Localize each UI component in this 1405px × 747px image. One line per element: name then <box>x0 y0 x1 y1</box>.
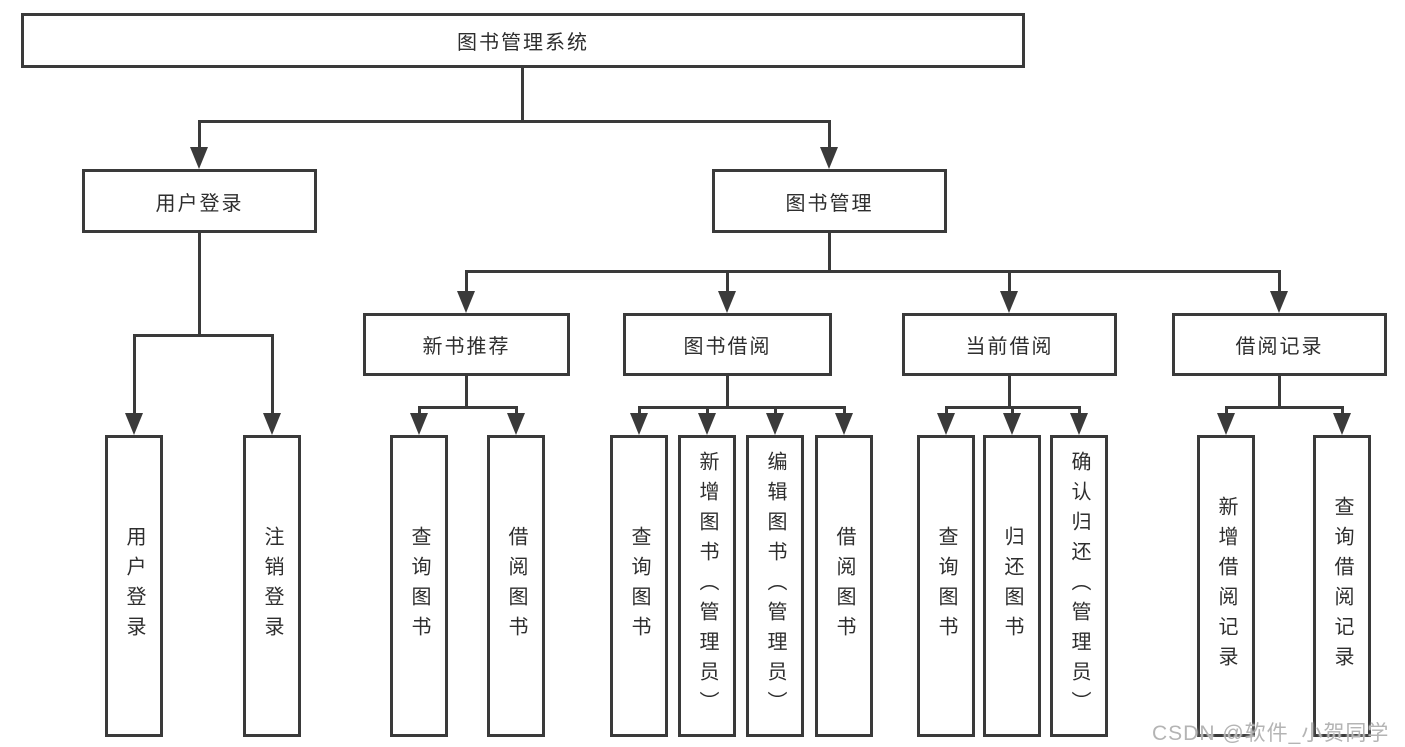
node-book-borrowing: 图书借阅 <box>623 313 832 376</box>
connector-bookmgmt-stub <box>828 233 831 272</box>
arrow-down-icon <box>190 147 208 169</box>
node-borrowing-records: 借阅记录 <box>1172 313 1387 376</box>
connector-stem <box>1225 406 1228 415</box>
connector-stem <box>774 406 777 415</box>
arrow-down-icon <box>820 147 838 169</box>
connector-bookmgmt-bus <box>465 270 1281 273</box>
connector-stem <box>638 406 641 415</box>
connector-record-stub <box>1278 376 1281 408</box>
arrow-down-icon <box>718 291 736 313</box>
connector-stem-book-borrow <box>726 270 729 293</box>
arrow-down-icon <box>1333 413 1351 435</box>
connector-borrow-bus <box>638 406 845 409</box>
leaf-edit-books-admin: 编辑图书（管理员） <box>746 435 804 737</box>
leaf-query-books-recommend: 查询图书 <box>390 435 448 737</box>
leaf-return-books: 归还图书 <box>983 435 1041 737</box>
connector-stem <box>1011 406 1014 415</box>
csdn-watermark: CSDN @软件_小贺同学 <box>1152 722 1390 745</box>
arrow-down-icon <box>507 413 525 435</box>
leaf-borrow-books-recommend: 借阅图书 <box>487 435 545 737</box>
connector-stem <box>418 406 421 415</box>
arrow-down-icon <box>457 291 475 313</box>
connector-root-stub <box>521 68 524 120</box>
node-current-borrowing: 当前借阅 <box>902 313 1117 376</box>
leaf-confirm-return-admin: 确认归还（管理员） <box>1050 435 1108 737</box>
leaf-query-books-current: 查询图书 <box>917 435 975 737</box>
arrow-down-icon <box>410 413 428 435</box>
connector-stem-book-mgmt <box>828 120 831 149</box>
connector-stem <box>843 406 846 415</box>
arrow-down-icon <box>1217 413 1235 435</box>
connector-root-bus <box>198 120 831 123</box>
arrow-down-icon <box>937 413 955 435</box>
connector-stem <box>1078 406 1081 415</box>
connector-stem-borrow-record <box>1278 270 1281 293</box>
connector-borrow-stub <box>726 376 729 408</box>
connector-userlogin-bus <box>133 334 274 337</box>
leaf-add-books-admin: 新增图书（管理员） <box>678 435 736 737</box>
node-book-management: 图书管理 <box>712 169 947 233</box>
arrow-down-icon <box>1070 413 1088 435</box>
arrow-down-icon <box>698 413 716 435</box>
arrow-down-icon <box>1000 291 1018 313</box>
arrow-down-icon <box>263 413 281 435</box>
leaf-logout: 注销登录 <box>243 435 301 737</box>
connector-stem <box>945 406 948 415</box>
connector-newbook-bus <box>418 406 518 409</box>
leaf-query-borrow-record: 查询借阅记录 <box>1313 435 1371 737</box>
arrow-down-icon <box>1270 291 1288 313</box>
arrow-down-icon <box>835 413 853 435</box>
leaf-borrow-books: 借阅图书 <box>815 435 873 737</box>
connector-record-bus <box>1225 406 1344 409</box>
connector-stem-current-borrow <box>1008 270 1011 293</box>
connector-stem-user-login <box>198 120 201 149</box>
connector-stem-leaf-logout <box>271 334 274 415</box>
connector-stem <box>706 406 709 415</box>
connector-stem-new-book <box>465 270 468 293</box>
leaf-query-books-borrowing: 查询图书 <box>610 435 668 737</box>
connector-current-stub <box>1008 376 1011 408</box>
connector-newbook-stub <box>465 376 468 408</box>
connector-stem-leaf-login <box>133 334 136 415</box>
connector-stem <box>1341 406 1344 415</box>
arrow-down-icon <box>1003 413 1021 435</box>
node-root-system: 图书管理系统 <box>21 13 1025 68</box>
connector-userlogin-stub <box>198 233 201 336</box>
leaf-add-borrow-record: 新增借阅记录 <box>1197 435 1255 737</box>
leaf-user-login: 用户登录 <box>105 435 163 737</box>
connector-stem <box>515 406 518 415</box>
node-new-book-recommend: 新书推荐 <box>363 313 570 376</box>
arrow-down-icon <box>630 413 648 435</box>
node-user-login: 用户登录 <box>82 169 317 233</box>
arrow-down-icon <box>766 413 784 435</box>
arrow-down-icon <box>125 413 143 435</box>
